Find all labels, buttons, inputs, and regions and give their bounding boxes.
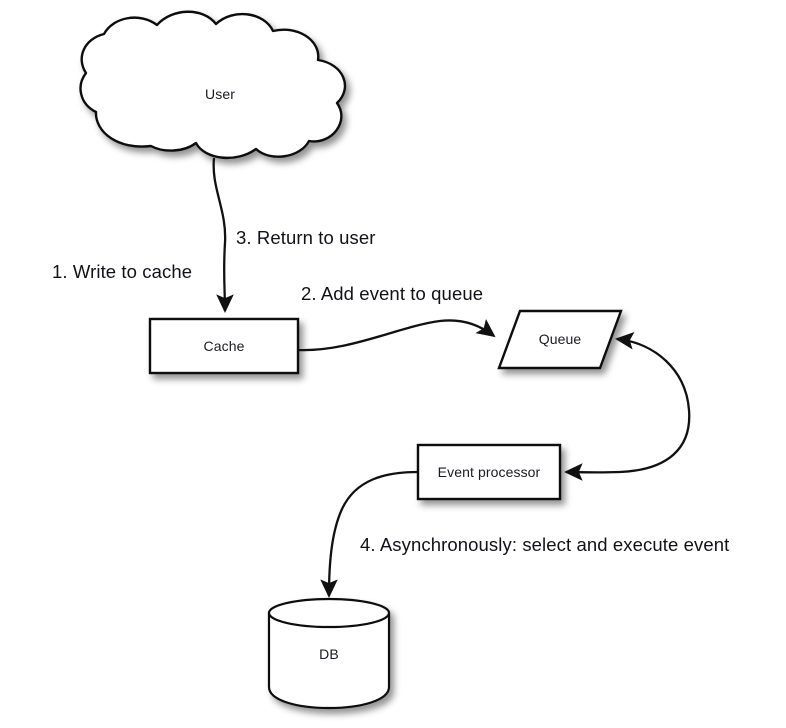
node-db[interactable] xyxy=(267,597,391,710)
edge-queue-to-event-processor xyxy=(564,332,691,481)
node-label-cache: Cache xyxy=(203,338,245,354)
cloud-shape xyxy=(79,10,347,160)
step-label-4-asynchronously: 4. Asynchronously: select and execute ev… xyxy=(360,534,730,555)
edge-cache-to-queue xyxy=(297,318,496,352)
step-label-2-add-event-to-queue: 2. Add event to queue xyxy=(301,283,484,304)
node-label-user: User xyxy=(205,86,235,102)
node-label-queue: Queue xyxy=(538,331,582,347)
edge-user-to-cache xyxy=(212,157,234,313)
node-user[interactable] xyxy=(79,10,347,160)
step-label-3-return-to-user: 3. Return to user xyxy=(236,227,376,248)
db-top-ellipse xyxy=(267,597,391,629)
edge-event-processor-to-db xyxy=(320,470,419,598)
node-label-db: DB xyxy=(319,646,339,662)
step-label-1-write-to-cache: 1. Write to cache xyxy=(52,261,193,282)
node-label-event-processor: Event processor xyxy=(437,464,541,480)
node-cache[interactable] xyxy=(148,317,300,375)
db-body-shape xyxy=(267,611,391,710)
cache-shape xyxy=(148,317,300,375)
